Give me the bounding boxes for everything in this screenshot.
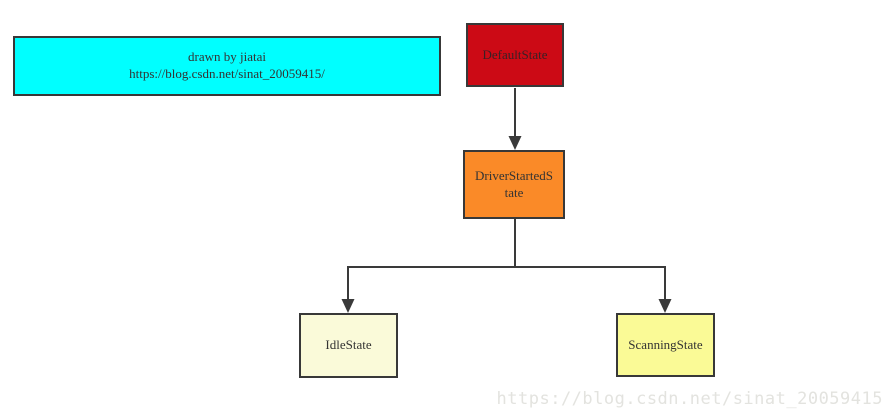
credit-note-box: drawn by jiatai https://blog.csdn.net/si… [13,36,441,96]
state-node-idlestate: IdleState [299,313,398,378]
state-node-label: ScanningState [628,336,703,352]
arrowhead-icon [658,299,672,313]
state-node-label: IdleState [325,337,372,353]
state-node-label: DefaultState [482,46,548,62]
csdn-watermark: https://blog.csdn.net/sinat_20059415 [496,389,883,409]
arrowhead-icon [508,136,522,150]
credit-url-line: https://blog.csdn.net/sinat_20059415/ [129,66,325,81]
edge-driverstarted-branch [348,219,665,268]
credit-author-line: drawn by jiatai [188,49,266,65]
state-node-defaultstate: DefaultState [466,23,564,87]
state-node-driverstartedstate: DriverStartedState [463,150,565,219]
state-node-scanningstate: ScanningState [616,313,715,377]
state-node-label: DriverStartedState [475,167,553,200]
arrowhead-icon [341,299,355,313]
